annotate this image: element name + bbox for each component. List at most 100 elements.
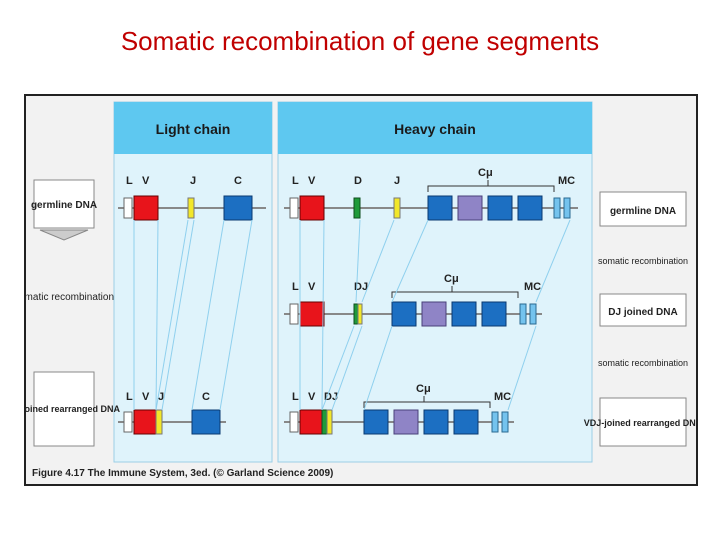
heavy-r1-C-exon-1 xyxy=(427,195,453,221)
light-r1-L: L xyxy=(126,175,133,187)
heavy-somatic-label-2: somatic recombination xyxy=(598,358,688,368)
light-r1-J: J xyxy=(190,175,196,187)
heavy-vdj-box xyxy=(599,397,687,447)
heavy-r2-MC-seg-1 xyxy=(519,303,527,325)
heavy-r3-MC-seg-1 xyxy=(491,411,499,433)
heavy-r1-C-exon-4 xyxy=(517,195,543,221)
heavy-r2-MC: MC xyxy=(524,281,541,293)
heavy-r2-L: L xyxy=(292,281,299,293)
heavy-map-line-c1 xyxy=(391,219,429,303)
heavy-r2-MC-seg-2 xyxy=(529,303,537,325)
heavy-r2-C-exon-1 xyxy=(391,301,417,327)
heavy-r2-C: Cμ xyxy=(444,273,459,285)
heavy-dj-box xyxy=(599,293,687,327)
heavy-chain-panel xyxy=(277,101,593,463)
heavy-chain-header-text: Heavy chain xyxy=(394,121,476,137)
heavy-dj-label: DJ joined DNA xyxy=(608,307,677,318)
light-r3-J: J xyxy=(158,391,164,403)
heavy-map-line-j xyxy=(361,219,395,303)
heavy-r1-MC-seg-1 xyxy=(553,197,561,219)
heavy-r1-MC: MC xyxy=(558,175,575,187)
heavy-r2-C-exon-2 xyxy=(421,301,447,327)
light-r1-J-seg xyxy=(187,197,195,219)
heavy-r1-c-bracket xyxy=(427,180,555,192)
heavy-r1-V: V xyxy=(308,175,316,187)
light-r3-V-seg xyxy=(133,409,157,435)
heavy-r3-V-seg xyxy=(299,409,323,435)
heavy-r3-J-seg xyxy=(326,409,333,435)
light-chain-header xyxy=(114,102,272,154)
light-r1-L-seg xyxy=(123,197,133,219)
light-r3-L: L xyxy=(126,391,133,403)
heavy-r1-J: J xyxy=(394,175,400,187)
heavy-r2-c-bracket xyxy=(391,286,519,298)
light-r1-V-seg xyxy=(133,195,159,221)
heavy-r3-MC-seg-2 xyxy=(501,411,509,433)
heavy-map-line-dj1 xyxy=(321,325,355,411)
heavy-somatic-label-1: somatic recombination xyxy=(598,256,688,266)
light-map-line-5 xyxy=(191,219,225,411)
heavy-r3-C-exon-1 xyxy=(363,409,389,435)
heavy-vdj-label: VDJ-joined rearranged DNA xyxy=(584,418,696,428)
heavy-r3-DJ: DJ xyxy=(324,391,338,403)
heavy-r1-D: D xyxy=(354,175,362,187)
light-vj-box xyxy=(33,371,95,447)
light-r1-C-seg xyxy=(223,195,253,221)
heavy-r2-D-seg xyxy=(353,303,359,325)
heavy-r1-L-seg xyxy=(289,197,299,219)
light-map-line-4 xyxy=(161,219,195,411)
light-r3-C: C xyxy=(202,391,210,403)
light-germline-box xyxy=(33,179,95,229)
light-arrow-1 xyxy=(39,229,89,241)
figure-caption: Figure 4.17 The Immune System, 3ed. (© G… xyxy=(32,468,333,479)
heavy-r1-MC-seg-2 xyxy=(563,197,571,219)
heavy-chain-header xyxy=(278,102,592,154)
figure-canvas: Light chain Heavy chain germline DNA som… xyxy=(8,101,703,479)
heavy-r2-V: V xyxy=(308,281,316,293)
slide-title: Somatic recombination of gene segments xyxy=(120,26,600,56)
heavy-germline-label: germline DNA xyxy=(610,206,676,217)
heavy-germline-box xyxy=(599,191,687,227)
light-r3-J-seg xyxy=(155,409,163,435)
light-somatic-label: somatic recombination xyxy=(26,292,114,303)
heavy-r2-L-seg xyxy=(289,303,299,325)
heavy-r3-L-seg xyxy=(289,411,299,433)
heavy-map-line-c3 xyxy=(363,325,393,411)
heavy-r3-C-exon-3 xyxy=(423,409,449,435)
heavy-r2-C-exon-4 xyxy=(481,301,507,327)
light-germline-label: germline DNA xyxy=(31,200,97,211)
light-r1-V: V xyxy=(142,175,150,187)
light-r3-V: V xyxy=(142,391,150,403)
light-r1-C: C xyxy=(234,175,242,187)
heavy-map-line-dj2 xyxy=(331,325,363,411)
heavy-r3-MC: MC xyxy=(494,391,511,403)
light-r3-L-seg xyxy=(123,411,133,433)
heavy-map-line-d xyxy=(355,219,361,303)
heavy-r1-L: L xyxy=(292,175,299,187)
heavy-r3-c-bracket xyxy=(363,396,491,408)
heavy-r3-C-exon-4 xyxy=(453,409,479,435)
heavy-map-line-c2 xyxy=(535,219,571,303)
heavy-r1-C: Cμ xyxy=(478,167,493,179)
heavy-r3-C: Cμ xyxy=(416,383,431,395)
heavy-r3-V: V xyxy=(308,391,316,403)
heavy-r1-D-seg xyxy=(353,197,361,219)
heavy-map-line-c4 xyxy=(507,325,537,411)
heavy-r1-V-seg xyxy=(299,195,325,221)
light-map-line-3 xyxy=(155,219,189,411)
recombination-figure: Light chain Heavy chain germline DNA som… xyxy=(8,94,703,486)
heavy-r1-J-seg xyxy=(393,197,401,219)
heavy-r1-C-exon-3 xyxy=(487,195,513,221)
light-map-line-2 xyxy=(155,219,159,411)
heavy-r3-C-exon-2 xyxy=(393,409,419,435)
heavy-r2-J-seg xyxy=(357,303,363,325)
heavy-r2-V-seg xyxy=(299,301,325,327)
light-chain-header-text: Light chain xyxy=(156,121,231,137)
heavy-r3-D-seg xyxy=(321,409,328,435)
heavy-r2-DJ: DJ xyxy=(354,281,368,293)
heavy-r1-C-exon-2 xyxy=(457,195,483,221)
light-chain-panel xyxy=(113,101,273,463)
heavy-r2-C-exon-3 xyxy=(451,301,477,327)
light-vj-label: VJ-joined rearranged DNA xyxy=(26,404,121,414)
heavy-r3-L: L xyxy=(292,391,299,403)
